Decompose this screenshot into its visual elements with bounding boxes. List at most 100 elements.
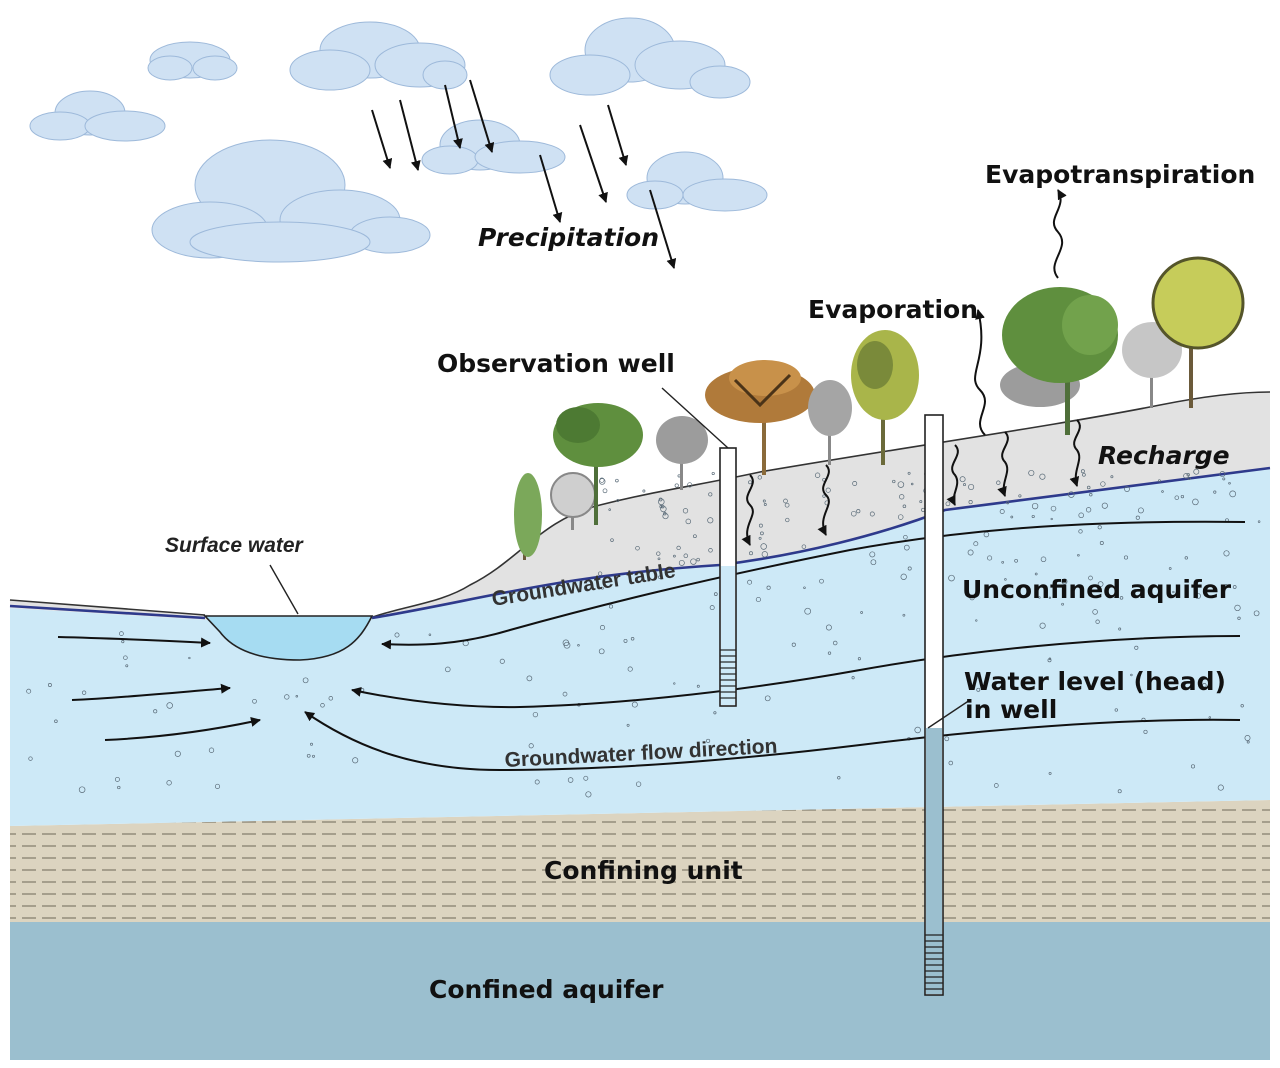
recharge-label: Recharge <box>1098 441 1230 470</box>
sediment-grain <box>857 657 861 661</box>
sediment-grain <box>121 640 125 644</box>
sediment-grain <box>1085 507 1092 513</box>
sediment-grain <box>658 498 665 506</box>
sediment-grain <box>1237 616 1241 620</box>
sediment-grain <box>26 688 32 694</box>
sediment-grain <box>892 479 896 484</box>
sediment-grain <box>673 554 676 558</box>
sediment-grain <box>696 684 700 688</box>
sediment-grain <box>814 472 821 478</box>
sediment-grain <box>1039 473 1046 480</box>
sediment-grain <box>708 492 713 497</box>
confining-unit-label: Confining unit <box>544 856 743 885</box>
sediment-speckles <box>26 468 1261 798</box>
rain-arrow-icon <box>371 79 677 269</box>
sediment-grain <box>959 476 966 483</box>
sediment-grain <box>166 702 173 709</box>
sediment-grain <box>976 687 981 692</box>
sediment-grain <box>987 555 993 561</box>
deep-well <box>924 414 971 996</box>
sediment-grain <box>764 695 771 702</box>
sediment-grain <box>856 509 861 514</box>
sediment-grain <box>662 513 669 520</box>
sediment-grain <box>903 544 910 551</box>
sediment-grain <box>685 518 692 525</box>
sediment-grain <box>1240 704 1244 708</box>
sediment-grain <box>1192 498 1199 506</box>
tree-icon <box>656 416 708 490</box>
sediment-grain <box>963 483 966 487</box>
trees <box>514 256 1245 560</box>
sediment-grain <box>394 632 400 638</box>
sediment-grain <box>1143 729 1148 734</box>
evapotranspiration-arrow <box>1052 189 1067 279</box>
sediment-grain <box>1047 658 1052 663</box>
sediment-grain <box>598 648 605 655</box>
confined-aquifer-layer <box>10 922 1270 1060</box>
evapotranspiration-label: Evapotranspiration <box>985 160 1255 189</box>
sediment-grain <box>758 536 762 540</box>
sediment-grain <box>567 777 574 783</box>
sediment-grain <box>869 511 875 517</box>
sediment-grain <box>1018 494 1022 498</box>
sediment-grain <box>1088 575 1093 581</box>
sediment-grain <box>81 690 87 695</box>
sediment-grain <box>1130 673 1133 677</box>
sediment-grain <box>608 604 614 609</box>
sediment-grain <box>919 500 923 504</box>
sediment-grain <box>306 753 311 758</box>
tree-icon <box>514 473 542 560</box>
sediment-grain <box>312 754 315 758</box>
sediment-grain <box>762 499 766 503</box>
sediment-grain <box>214 783 221 789</box>
unconfined-aquifer-layer <box>10 468 1270 826</box>
sediment-grain <box>1187 476 1191 480</box>
sediment-grain <box>690 558 697 565</box>
sediment-grain <box>948 760 954 766</box>
sediment-grain <box>1050 517 1053 521</box>
sediment-grain <box>1202 683 1207 688</box>
sediment-grain <box>706 738 711 743</box>
sediment-grain <box>1050 505 1057 512</box>
sediment-grain <box>708 548 713 553</box>
sediment-grain <box>899 494 905 500</box>
sediment-grain <box>825 487 831 493</box>
sediment-grain <box>860 611 863 614</box>
sediment-grain <box>125 664 129 668</box>
sediment-grain <box>687 482 693 488</box>
sediment-grain <box>532 711 539 718</box>
sediment-grain <box>598 478 606 485</box>
sediment-grain <box>1089 493 1093 497</box>
sediment-grain <box>188 656 191 660</box>
sediment-grain <box>1077 553 1080 557</box>
sediment-grain <box>526 675 533 682</box>
observation-well-label: Observation well <box>437 349 675 378</box>
sediment-grain <box>1174 495 1180 500</box>
sediment-grain <box>601 586 604 590</box>
sediment-grain <box>1180 494 1185 499</box>
sediment-grain <box>1168 567 1172 570</box>
sediment-grain <box>252 698 257 704</box>
sediment-grain <box>1034 572 1038 576</box>
precipitation-label: Precipitation <box>478 223 659 252</box>
sediment-grain <box>428 633 432 636</box>
sediment-grain <box>445 666 451 673</box>
sediment-grain <box>499 658 505 664</box>
sediment-grain <box>760 531 764 536</box>
sediment-grain <box>119 631 124 636</box>
sediment-grain <box>1101 502 1108 509</box>
sediment-grain <box>825 624 832 631</box>
sediment-grain <box>1172 590 1175 594</box>
sediment-grain <box>993 783 999 788</box>
surface-water-label: Surface water <box>165 534 305 557</box>
sediment-grain <box>1190 764 1196 769</box>
sediment-grain <box>678 559 685 566</box>
sediment-grain <box>1134 645 1139 650</box>
sediment-grain <box>597 571 603 576</box>
sediment-grain <box>801 544 807 549</box>
sediment-grain <box>1110 475 1114 479</box>
sediment-grain <box>28 756 33 761</box>
sediment-grain <box>1061 578 1068 585</box>
sediment-grain <box>295 695 299 698</box>
sediment-grain <box>1100 481 1106 487</box>
